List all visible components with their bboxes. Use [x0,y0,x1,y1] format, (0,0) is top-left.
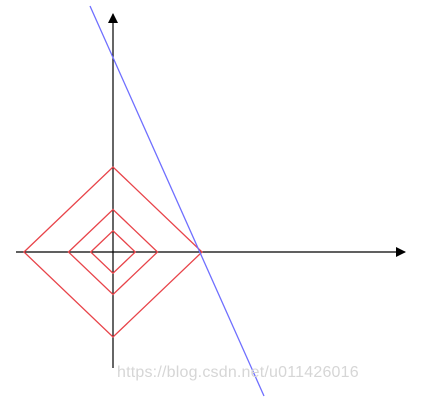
diamond-inner [89,229,137,275]
diamond-outer [23,166,203,338]
solution-line [89,5,265,397]
diamond-middle [67,208,159,296]
watermark: https://blog.csdn.net/u011426016 [117,364,359,381]
